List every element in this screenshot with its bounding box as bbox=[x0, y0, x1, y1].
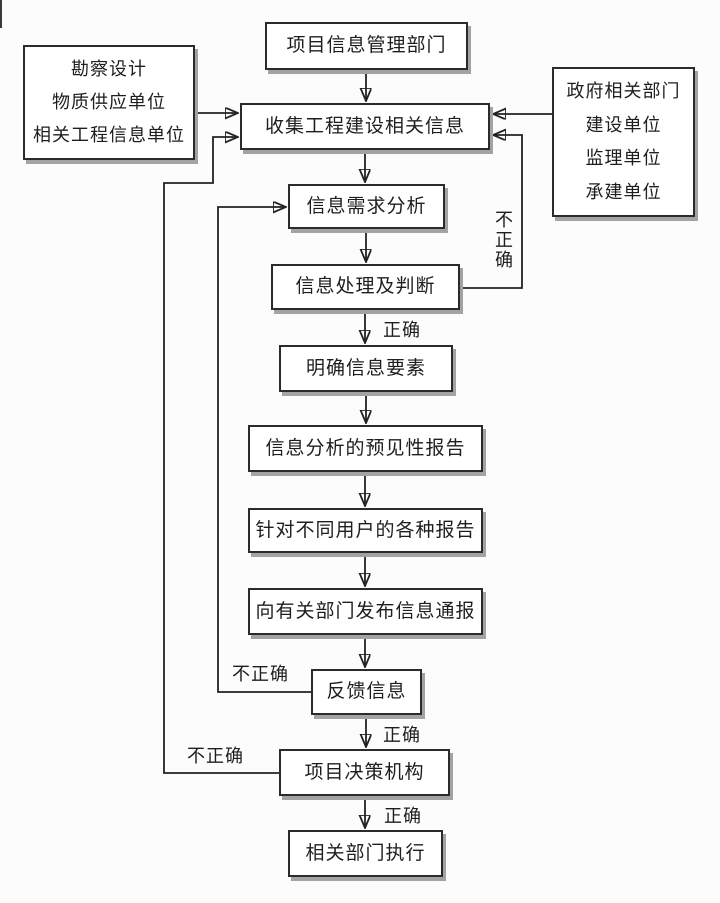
node-label: 相关部门执行 bbox=[305, 842, 426, 864]
left-source-line: 相关工程信息单位 bbox=[33, 125, 185, 146]
label-incorrect-decision-loop: 不正确 bbox=[187, 746, 244, 766]
node-publish-bulletin: 向有关部门发布信息通报 bbox=[248, 588, 483, 635]
node-label: 针对不同用户的各种报告 bbox=[255, 519, 476, 541]
edge-process-incorrect-loop bbox=[460, 135, 523, 289]
node-label: 项目信息管理部门 bbox=[286, 35, 447, 57]
node-departments-execute: 相关部门执行 bbox=[288, 830, 443, 877]
node-user-reports: 针对不同用户的各种报告 bbox=[248, 508, 483, 553]
node-label: 收集工程建设相关信息 bbox=[264, 115, 465, 137]
node-label: 信息需求分析 bbox=[306, 195, 427, 217]
node-collect-info: 收集工程建设相关信息 bbox=[240, 103, 490, 150]
node-clarify-elements: 明确信息要素 bbox=[279, 345, 453, 392]
label-incorrect-process-loop: 不正确 bbox=[493, 210, 513, 270]
node-label: 向有关部门发布信息通报 bbox=[255, 600, 476, 622]
right-source-line: 承建单位 bbox=[585, 181, 662, 202]
label-correct-after-process: 正确 bbox=[383, 320, 421, 340]
label-incorrect-feedback-loop: 不正确 bbox=[232, 664, 289, 684]
node-label: 信息分析的预见性报告 bbox=[265, 437, 466, 459]
node-process-judge: 信息处理及判断 bbox=[271, 264, 460, 310]
node-decision-body: 项目决策机构 bbox=[279, 749, 450, 796]
node-feedback-info: 反馈信息 bbox=[311, 669, 422, 715]
node-label: 项目决策机构 bbox=[304, 761, 425, 783]
node-predictive-report: 信息分析的预见性报告 bbox=[248, 425, 483, 472]
scan-edge-artifact bbox=[0, 0, 2, 28]
edge-feedback-incorrect-loop bbox=[217, 207, 311, 693]
label-correct-after-decision: 正确 bbox=[384, 806, 422, 826]
node-label: 反馈信息 bbox=[326, 681, 407, 703]
right-source-line: 建设单位 bbox=[585, 114, 662, 135]
node-left-sources: 勘察设计 物质供应单位 相关工程信息单位 bbox=[23, 45, 195, 160]
edge-decision-incorrect-loop bbox=[163, 137, 279, 774]
right-source-line: 监理单位 bbox=[585, 148, 662, 169]
left-source-line: 物质供应单位 bbox=[52, 92, 166, 113]
node-demand-analysis: 信息需求分析 bbox=[288, 184, 445, 229]
node-right-sources: 政府相关部门 建设单位 监理单位 承建单位 bbox=[552, 67, 695, 217]
node-label: 明确信息要素 bbox=[305, 357, 426, 379]
right-source-line: 政府相关部门 bbox=[566, 81, 681, 102]
node-project-info-dept: 项目信息管理部门 bbox=[265, 22, 468, 70]
label-correct-after-feedback: 正确 bbox=[383, 725, 421, 745]
left-source-line: 勘察设计 bbox=[71, 59, 147, 80]
node-label: 信息处理及判断 bbox=[295, 276, 436, 298]
